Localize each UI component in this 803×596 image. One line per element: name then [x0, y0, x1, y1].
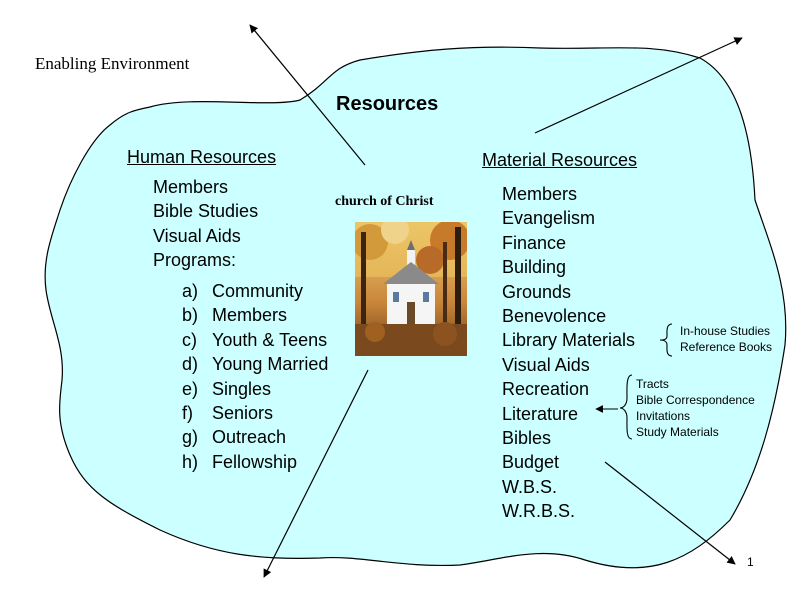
program-item: h) Fellowship [182, 450, 328, 474]
list-item: In-house Studies [680, 324, 771, 338]
program-letter: c) [182, 329, 197, 350]
list-item: Bible Correspondence [636, 393, 755, 407]
arrow-bottom-left [263, 369, 369, 578]
list-item: Members [502, 184, 578, 204]
list-item: Grounds [502, 281, 572, 302]
program-letter: h) [182, 451, 199, 472]
list-item: Bible Studies [153, 201, 259, 222]
list-item: Budget [502, 452, 560, 473]
list-item: Library Materials [502, 330, 636, 351]
list-item: Invitations [636, 409, 691, 423]
program-item: g) Outreach [182, 425, 328, 449]
church-picture [355, 222, 467, 356]
list-item: Finance [502, 232, 567, 253]
material-resources-list: Members Evangelism Finance Building Grou… [502, 182, 635, 524]
environment-label: Enabling Environment [35, 54, 190, 73]
programs-list: a) Community b) Members c) Youth & Teens d)… [182, 279, 328, 474]
program-label: Singles [212, 378, 272, 399]
literature-subitems: Tracts Bible Correspondence Invitations … [636, 376, 755, 440]
program-label: Youth & Teens [212, 329, 328, 350]
program-item: e) Singles [182, 377, 328, 401]
program-letter: a) [182, 281, 199, 301]
program-label: Young Married [212, 354, 329, 375]
literature-brace [619, 374, 633, 440]
list-item: W.R.B.S. [502, 501, 576, 522]
human-resources-list: Members Bible Studies Visual Aids Progra… [153, 175, 258, 273]
program-label: Community [212, 281, 304, 301]
human-resources-heading: Human Resources [127, 147, 277, 167]
arrow-bottom-right [604, 461, 736, 565]
list-item: Visual Aids [502, 354, 590, 375]
list-item: W.B.S. [502, 476, 558, 497]
program-label: Outreach [212, 427, 287, 448]
program-item: c) Youth & Teens [182, 328, 328, 352]
program-letter: g) [182, 427, 199, 448]
list-item: Visual Aids [153, 225, 241, 246]
program-item: d) Young Married [182, 352, 328, 376]
list-item: Programs: [153, 250, 237, 271]
library-subitems: In-house Studies Reference Books [680, 323, 772, 355]
program-letter: f) [182, 403, 193, 424]
program-label: Seniors [212, 403, 274, 424]
program-letter: b) [182, 305, 199, 326]
list-item: Recreation [502, 379, 590, 400]
arrow-top-left [249, 24, 366, 166]
program-letter: e) [182, 378, 199, 399]
program-label: Members [212, 305, 288, 326]
page-number: 1 [747, 555, 754, 569]
program-item: b) Members [182, 303, 328, 327]
material-resources-heading: Material Resources [482, 150, 638, 170]
list-item: Members [153, 177, 229, 197]
program-letter: d) [182, 354, 199, 375]
list-item: Tracts [636, 377, 669, 391]
list-item: Benevolence [502, 306, 607, 327]
list-item: Bibles [502, 428, 552, 449]
center-label: church of Christ [335, 194, 434, 209]
list-item: Literature [502, 403, 579, 424]
list-item: Reference Books [680, 340, 773, 354]
resources-title: Resources [336, 93, 439, 115]
list-item: Building [502, 257, 567, 278]
arrow-top-right [534, 37, 743, 134]
program-item: f) Seniors [182, 401, 328, 425]
library-brace [659, 323, 673, 357]
list-item: Evangelism [502, 208, 596, 229]
list-item: Study Materials [636, 425, 719, 439]
program-item: a) Community [182, 279, 328, 303]
program-label: Fellowship [212, 451, 298, 472]
